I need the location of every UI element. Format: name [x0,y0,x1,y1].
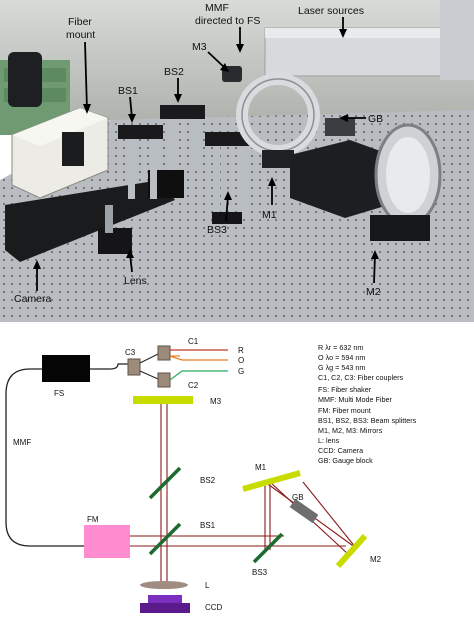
label-m1: M1 [262,209,277,221]
legend-line-1: R λr = 632 nm [318,343,363,352]
black-chair [8,52,42,107]
beam-paths [130,402,357,584]
legend-line-8: BS1, BS2, BS3: Beam splitters [318,416,417,425]
label-fiber-mount-line2: mount [66,29,95,41]
m2-label: M2 [370,555,382,564]
legend-line-9: M1, M2, M3: Mirrors [318,426,383,435]
beam-splitter-bs2 [148,466,182,500]
label-bs3: BS3 [207,224,227,236]
label-camera: Camera [14,293,52,305]
beam-splitter-bs1 [148,522,182,556]
c3-label: C3 [125,348,136,357]
bs1-label: BS1 [200,521,216,530]
legend-line-4: C1, C2, C3: Fiber couplers [318,373,403,382]
camera-body [5,180,175,262]
label-mmf-line2: directed to FS [195,15,260,27]
legend-line-11: CCD: Camera [318,446,363,455]
g-label: G [238,367,244,376]
mmf-label: MMF [13,438,31,447]
bs3-label: BS3 [252,568,268,577]
legend-line-12: GB: Gauge block [318,456,373,465]
label-gb: GB [368,113,383,125]
beam-splitter-bs3 [252,532,284,564]
legend: R λr = 632 nm O λo = 594 nm G λg = 543 n… [318,343,417,465]
bs3-holder [205,132,253,146]
fiber-orange [169,355,228,361]
coupler-c3 [127,358,141,376]
legend-line-2: O λo = 594 nm [318,353,365,362]
legend-line-5: FS: Fiber shaker [318,385,372,394]
legend-line-7: FM: Fiber mount [318,406,371,415]
coupler-c2 [157,372,171,388]
fiber-fs-to-c3 [90,363,128,370]
r-label: R [238,346,244,355]
label-lens: Lens [124,275,147,287]
ccd-label: CCD [205,603,223,612]
arrow-m2 [373,254,376,284]
arrow-bs3 [225,195,229,222]
lens [140,581,188,589]
label-mmf-line1: MMF [205,2,229,14]
fs-label: FS [54,389,64,398]
lens-holder [98,228,132,254]
coupler-c1 [157,345,171,361]
label-bs2: BS2 [164,66,184,78]
mirror-m2 [335,533,368,569]
legend-line-3: G λg = 543 nm [318,363,365,372]
m3-label: M3 [210,397,222,406]
fiber-mount [84,525,130,558]
gb-label: GB [292,493,304,502]
mirror-m1 [242,470,301,492]
optical-schematic: FS MMF C3 C1 C2 R O G [5,337,417,613]
label-fiber-mount-line1: Fiber [68,16,92,28]
legend-line-6: MMF: Multi Mode Fiber [318,395,392,404]
bs2-label: BS2 [200,476,216,485]
mirror-m3 [133,396,193,404]
bs1-holder [118,125,163,139]
ccd-camera [148,595,182,603]
label-m3: M3 [192,41,207,53]
fm-label: FM [87,515,99,524]
arrow-m3 [207,51,226,69]
c1-label: C1 [188,337,199,346]
setup-photo: Fiber mount MMF directed to FS Laser sou… [0,0,474,322]
l-label: L [205,581,210,590]
bs2-holder [160,105,205,119]
m1-label: M1 [255,463,267,472]
gauge-block [289,498,319,524]
mmf-fiber [5,368,84,547]
fiber-shaker [42,355,90,382]
label-laser-sources: Laser sources [298,5,364,17]
legend-line-10: L: lens [318,436,340,445]
fiber-green [169,370,228,381]
label-bs1: BS1 [118,85,138,97]
c2-label: C2 [188,381,199,390]
o-label: O [238,356,244,365]
label-m2: M2 [366,286,381,298]
arrow-fiber-mount [84,41,88,111]
